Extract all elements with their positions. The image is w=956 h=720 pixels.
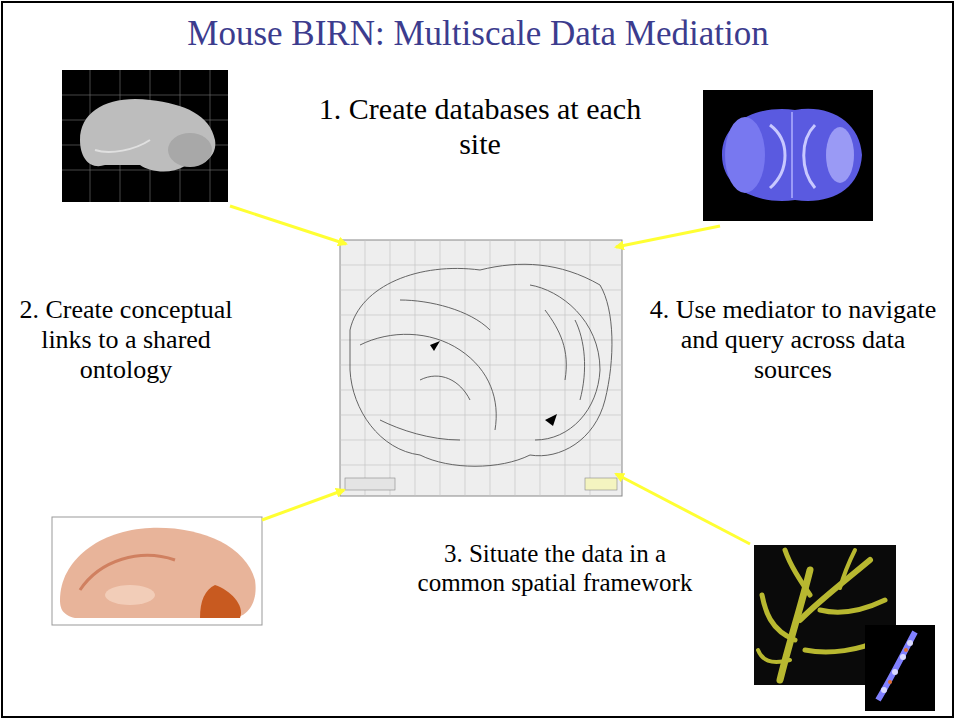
horizontal-section-image (703, 90, 873, 221)
step-text: 2. Create conceptual links to a shared o… (6, 295, 246, 385)
step-text: 1. Create databases at each site (315, 92, 645, 161)
sagittal-mri-image (62, 70, 228, 202)
slide-title: Mouse BIRN: Multiscale Data Mediation (40, 14, 916, 54)
stained-section-image (52, 517, 262, 625)
pointer-arrows (230, 206, 750, 544)
neuron-reconstruction-image (754, 545, 935, 711)
step-text: 3. Situate the data in a common spatial … (400, 540, 710, 598)
step-text: 4. Use mediator to navigate and query ac… (640, 295, 946, 385)
atlas-plate-image (340, 240, 622, 496)
